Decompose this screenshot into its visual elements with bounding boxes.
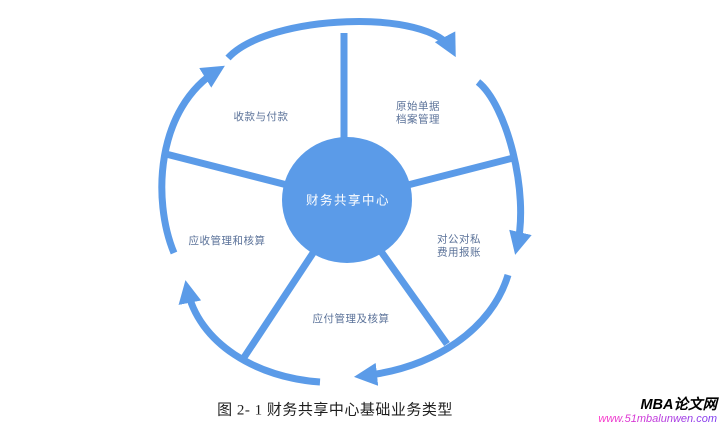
cycle-arc-bottom-right [353, 273, 512, 386]
figure-caption: 图 2- 1 财务共享中心基础业务类型 [217, 402, 453, 419]
hub-circle [282, 137, 412, 263]
spoke-upper-right [399, 153, 518, 191]
spoke-lower-left [240, 248, 318, 361]
node-label-original-documents-archive-management: 原始单据 档案管理 [396, 101, 440, 126]
cycle-arc-bottom-left [178, 280, 321, 386]
watermark-site-name: MBA论文网 [640, 397, 717, 413]
node-label-corporate-and-private-expense-reimbursement: 对公对私 费用报账 [437, 234, 481, 259]
node-label-payables-management-and-accounting: 应付管理及核算 [312, 313, 390, 325]
hub-label: 财务共享中心 [305, 193, 391, 208]
spoke-upper-left [161, 149, 296, 191]
cycle-arc-right [475, 79, 532, 255]
spoke-lower-right [377, 247, 450, 347]
node-label-receipts-and-payments: 收款与付款 [233, 111, 289, 123]
node-label-receivables-management-and-accounting: 应收管理和核算 [188, 235, 266, 247]
site-watermark: MBA论文网 www.51mbalunwen.com [598, 397, 717, 426]
watermark-site-url: www.51mbalunwen.com [598, 413, 717, 425]
cycle-arc-top [225, 18, 456, 61]
